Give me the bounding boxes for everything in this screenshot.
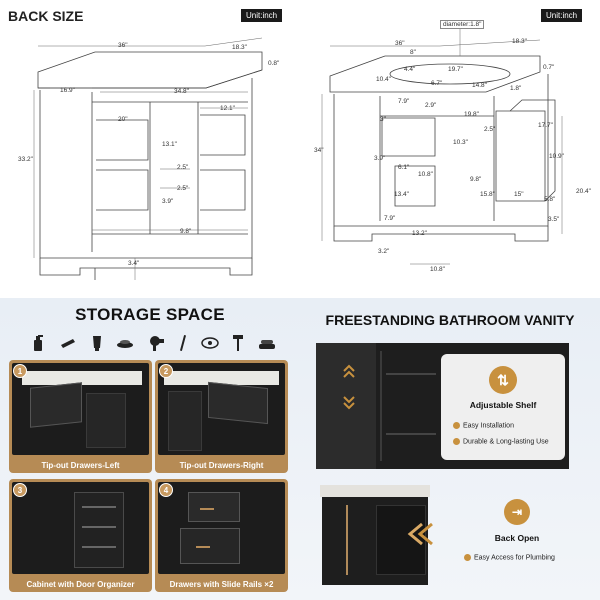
card-caption: Cabinet with Door Organizer: [26, 580, 135, 589]
front-view-drawing: diameter:1.8" 36" 18.3" 0.7" 8" 4.4" 19.…: [314, 20, 591, 273]
card-number: 3: [13, 483, 27, 497]
shelf-feature: Durable & Long-lasting Use: [453, 438, 549, 445]
back-view-drawing: 36" 18.3" 0.8" 33.2" 16.9" 34.8" 12.1" 2…: [0, 30, 300, 290]
toothbrush-icon: [179, 335, 186, 351]
storage-card-3: 3 Cabinet with Door Organizer: [9, 479, 152, 592]
soap-dish-icon: [117, 340, 134, 348]
chevron-down-icon: [343, 396, 355, 410]
cabinet-photo: [316, 485, 434, 590]
card-number: 4: [159, 483, 173, 497]
comb-icon: [60, 339, 75, 348]
storage-card-4: 4 Drawers with Slide Rails ×2: [155, 479, 288, 592]
check-icon: [453, 422, 460, 429]
back-feature: Easy Access for Plumbing: [464, 554, 555, 561]
door-exit-icon: ⇥: [504, 499, 530, 525]
back-open-box: ⇥ Back Open Easy Access for Plumbing: [450, 497, 590, 587]
chevron-up-icon: [343, 364, 355, 378]
vanity-title: FREESTANDING BATHROOM VANITY: [325, 312, 575, 328]
card-caption: Tip-out Drawers-Right: [179, 461, 264, 470]
shelf-feature: Easy Installation: [453, 422, 514, 429]
card-image: [12, 482, 149, 574]
hair-dryer-icon: [150, 336, 164, 351]
card-caption: Tip-out Drawers-Left: [41, 461, 120, 470]
back-size-title: BACK SIZE: [8, 8, 84, 24]
storage-title: STORAGE SPACE: [75, 305, 225, 324]
towel-roll-icon: [200, 337, 219, 349]
card-number: 1: [13, 364, 27, 378]
storage-card-2: 2 Tip-out Drawers-Right: [155, 360, 288, 473]
razor-icon: [233, 335, 244, 351]
towels-icon: [259, 340, 275, 349]
adjustable-shelf-box: ⇅ Adjustable Shelf Easy Installation Dur…: [441, 354, 565, 460]
check-icon: [453, 438, 460, 445]
shelf-title: Adjustable Shelf: [469, 400, 537, 410]
unit-badge-right: Unit:inch: [541, 9, 583, 22]
tube-icon: [92, 336, 101, 351]
storage-card-1: 1 Tip-out Drawers-Left: [9, 360, 152, 473]
card-number: 2: [159, 364, 173, 378]
card-caption: Drawers with Slide Rails ×2: [169, 580, 274, 589]
back-open-title: Back Open: [494, 533, 540, 543]
check-icon: [464, 554, 471, 561]
adjust-icon: ⇅: [489, 366, 517, 394]
unit-badge-left: Unit:inch: [241, 9, 283, 22]
card-image: [158, 482, 285, 574]
soap-bottle-icon: [34, 335, 43, 351]
storage-icon-row: [30, 332, 276, 354]
card-image: [158, 363, 285, 455]
arrow-left-icon: [407, 522, 433, 546]
card-image: [12, 363, 149, 455]
